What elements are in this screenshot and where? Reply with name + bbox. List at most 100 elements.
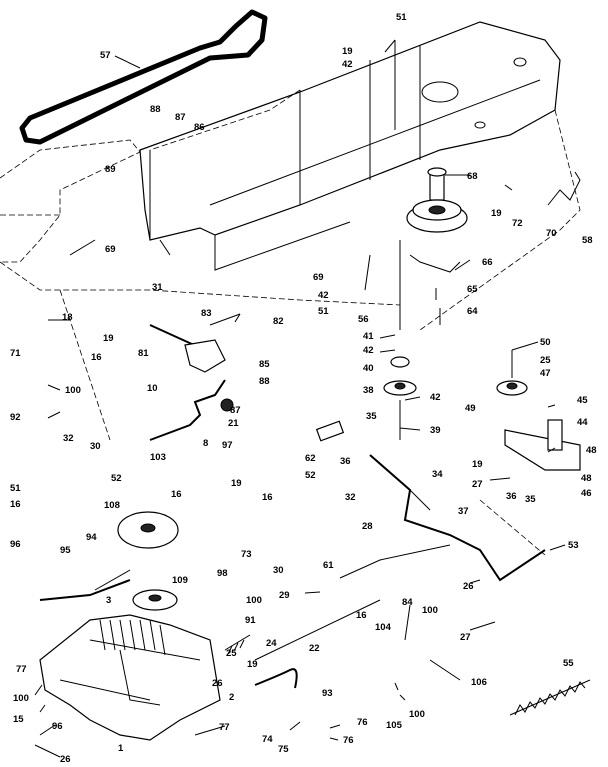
callout-40: 40: [363, 363, 374, 374]
callout-71: 71: [10, 348, 21, 359]
callout-68: 68: [467, 171, 478, 182]
callout-56: 56: [358, 314, 369, 325]
callout-19: 19: [491, 208, 502, 219]
callout-32: 32: [345, 492, 356, 503]
callout-25: 25: [226, 648, 237, 659]
callout-35: 35: [366, 411, 377, 422]
callout-26: 26: [463, 581, 474, 592]
callout-32: 32: [63, 433, 74, 444]
spring-25: [224, 634, 251, 655]
callout-1: 1: [118, 743, 124, 754]
callout-100: 100: [65, 385, 81, 396]
callout-26: 26: [212, 678, 223, 689]
callout-76: 76: [343, 735, 354, 746]
callout-77: 77: [16, 664, 27, 675]
callout-55: 55: [563, 658, 574, 669]
callout-8: 8: [203, 438, 208, 449]
callout-72: 72: [512, 218, 523, 229]
callout-65: 65: [467, 284, 478, 295]
callout-53: 53: [568, 540, 579, 551]
callout-46: 46: [581, 488, 592, 499]
callout-108: 108: [104, 500, 120, 511]
idler-arm: [409, 254, 461, 273]
callout-81: 81: [138, 348, 149, 359]
callout-92: 92: [10, 412, 21, 423]
callout-42: 42: [342, 59, 353, 70]
callout-36: 36: [506, 491, 517, 502]
rod-95: [39, 579, 131, 601]
callout-76: 76: [357, 717, 368, 728]
callout-73: 73: [241, 549, 252, 560]
rod-28: [339, 544, 451, 579]
callout-10: 10: [147, 383, 158, 394]
callout-52: 52: [305, 470, 316, 481]
brake-rod: [369, 454, 546, 582]
callout-91: 91: [245, 615, 256, 626]
callout-100: 100: [13, 693, 29, 704]
callout-57: 57: [100, 50, 111, 61]
callout-48: 48: [581, 473, 592, 484]
callout-30: 30: [273, 565, 284, 576]
callout-35: 35: [525, 494, 536, 505]
callout-83: 83: [201, 308, 212, 319]
callout-66: 66: [482, 257, 493, 268]
callout-75: 75: [278, 744, 289, 755]
callout-30: 30: [90, 441, 101, 452]
callout-84: 84: [402, 597, 413, 608]
callout-49: 49: [465, 403, 476, 414]
part-callouts: 5751194288878689696819727058316966425156…: [10, 12, 597, 765]
callout-61: 61: [323, 560, 334, 571]
callout-24: 24: [266, 638, 277, 649]
callout-38: 38: [363, 385, 374, 396]
callout-19: 19: [247, 659, 258, 670]
drive-belt: [19, 9, 268, 145]
callout-98: 98: [217, 568, 228, 579]
callout-86: 86: [194, 122, 205, 133]
callout-100: 100: [422, 605, 438, 616]
callout-100: 100: [409, 709, 425, 720]
callout-51: 51: [396, 12, 407, 23]
rod-22: [254, 599, 381, 661]
callout-42: 42: [363, 345, 374, 356]
callout-44: 44: [577, 417, 588, 428]
callout-29: 29: [279, 590, 290, 601]
callout-74: 74: [262, 734, 273, 745]
callout-85: 85: [259, 359, 270, 370]
callout-36: 36: [340, 456, 351, 467]
callout-27: 27: [460, 632, 471, 643]
callout-26: 26: [60, 754, 71, 765]
callout-64: 64: [467, 306, 478, 317]
callout-16: 16: [91, 352, 102, 363]
callout-42: 42: [430, 392, 441, 403]
callout-45: 45: [577, 395, 588, 406]
hose: [254, 668, 298, 689]
main-frame: [139, 21, 561, 241]
callout-2: 2: [229, 692, 234, 703]
callout-103: 103: [150, 452, 166, 463]
callout-37: 37: [458, 506, 469, 517]
spring-lever: [547, 171, 581, 206]
callout-19: 19: [472, 459, 483, 470]
callout-15: 15: [13, 714, 24, 725]
callout-22: 22: [309, 643, 320, 654]
callout-70: 70: [546, 228, 557, 239]
callout-50: 50: [540, 337, 551, 348]
leader-lines: [34, 39, 566, 758]
callout-47: 47: [540, 368, 551, 379]
callout-39: 39: [430, 425, 441, 436]
callout-42: 42: [318, 290, 329, 301]
callout-18: 18: [62, 312, 73, 323]
callout-77: 77: [219, 722, 230, 733]
transaxle: [39, 614, 221, 741]
callout-27: 27: [472, 479, 483, 490]
callout-87: 87: [175, 112, 186, 123]
callout-19: 19: [231, 478, 242, 489]
callout-52: 52: [111, 473, 122, 484]
callout-58: 58: [582, 235, 593, 246]
callout-106: 106: [471, 677, 487, 688]
callout-28: 28: [362, 521, 373, 532]
callout-96: 96: [10, 539, 21, 550]
engine-deck-outline: [0, 139, 141, 263]
callout-21: 21: [228, 418, 239, 429]
callout-41: 41: [363, 331, 374, 342]
